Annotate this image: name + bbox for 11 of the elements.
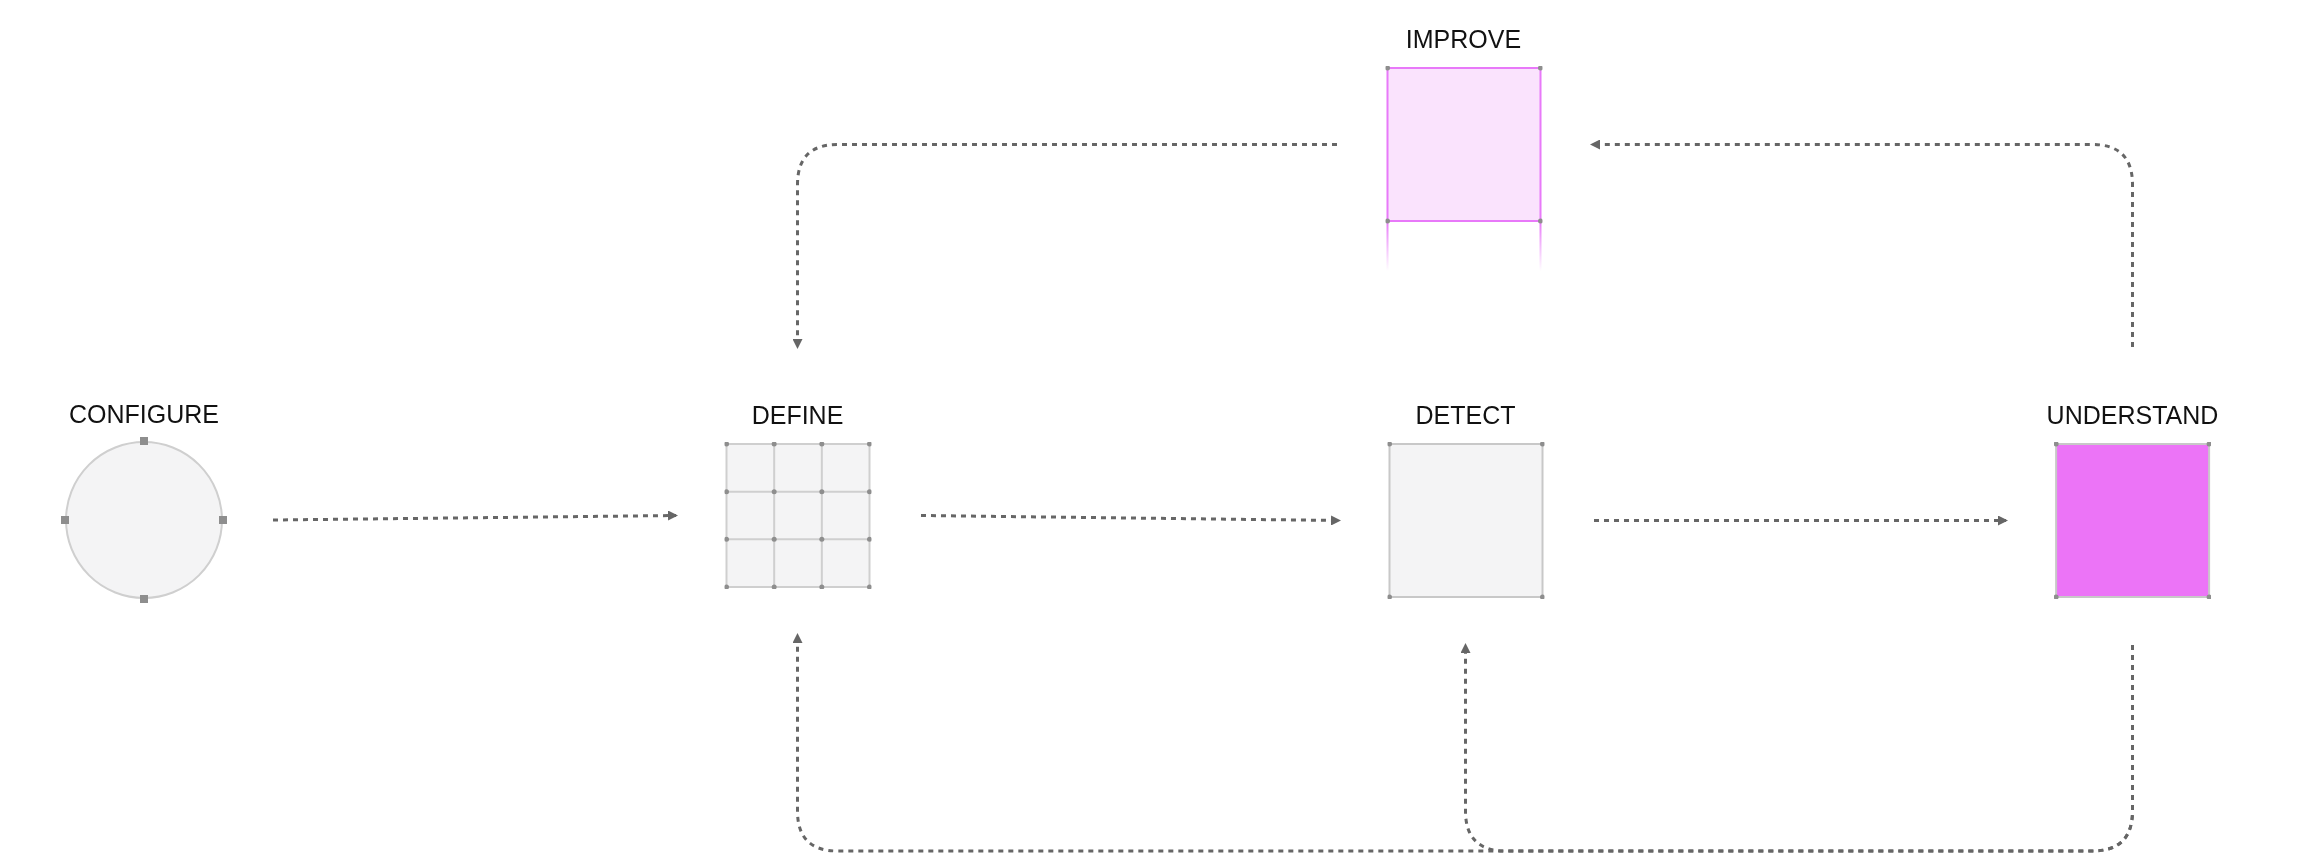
dashed-arrow bbox=[1590, 139, 2134, 347]
dashed-arrow bbox=[792, 143, 1337, 349]
node-label: DEFINE bbox=[751, 400, 844, 430]
node-label: DETECT bbox=[1415, 400, 1516, 430]
dashed-arrow bbox=[273, 510, 678, 522]
dashed-arrow bbox=[1460, 643, 2134, 853]
node-label: IMPROVE bbox=[1405, 24, 1522, 54]
node-label: UNDERSTAND bbox=[2046, 400, 2219, 430]
node-label: CONFIGURE bbox=[69, 399, 219, 429]
dashed-arrow bbox=[921, 514, 1341, 526]
dashed-arrow bbox=[1594, 515, 2008, 526]
